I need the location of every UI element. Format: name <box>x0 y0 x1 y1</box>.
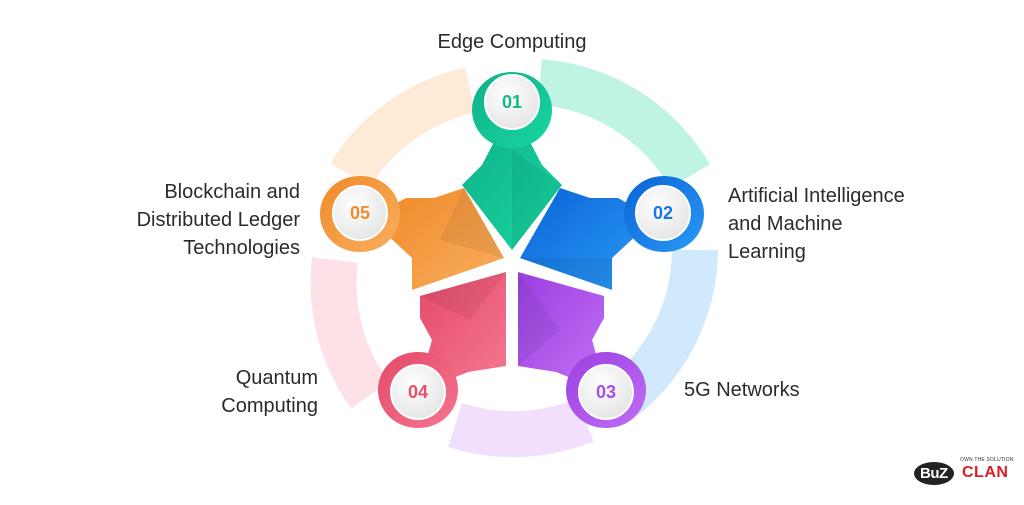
buzzclan-logo: BuZ OWN THE SOLUTION CLAN <box>914 456 1014 490</box>
badge-number-04: 04 <box>408 382 428 402</box>
logo-tagline: OWN THE SOLUTION <box>960 457 1014 463</box>
logo-mark: BuZ <box>914 462 954 485</box>
label-edge-computing: Edge Computing <box>437 31 587 53</box>
logo-wordmark: CLAN <box>962 464 1009 481</box>
badge-01: 01 <box>484 74 540 130</box>
label-blockchain: Blockchain and Distributed Ledger Techno… <box>136 181 300 259</box>
badge-number-03: 03 <box>596 382 616 402</box>
badge-03: 03 <box>578 364 634 420</box>
label-5g-networks: 5G Networks <box>684 379 800 401</box>
label-quantum-computing: Quantum Computing <box>221 367 318 417</box>
label-ai-ml: Artificial Intelligence and Machine Lear… <box>728 185 905 263</box>
badge-number-05: 05 <box>350 203 370 223</box>
badge-02: 02 <box>635 185 691 241</box>
badge-05: 05 <box>332 185 388 241</box>
badge-number-02: 02 <box>653 203 673 223</box>
badge-number-01: 01 <box>502 92 522 112</box>
badge-04: 04 <box>390 364 446 420</box>
